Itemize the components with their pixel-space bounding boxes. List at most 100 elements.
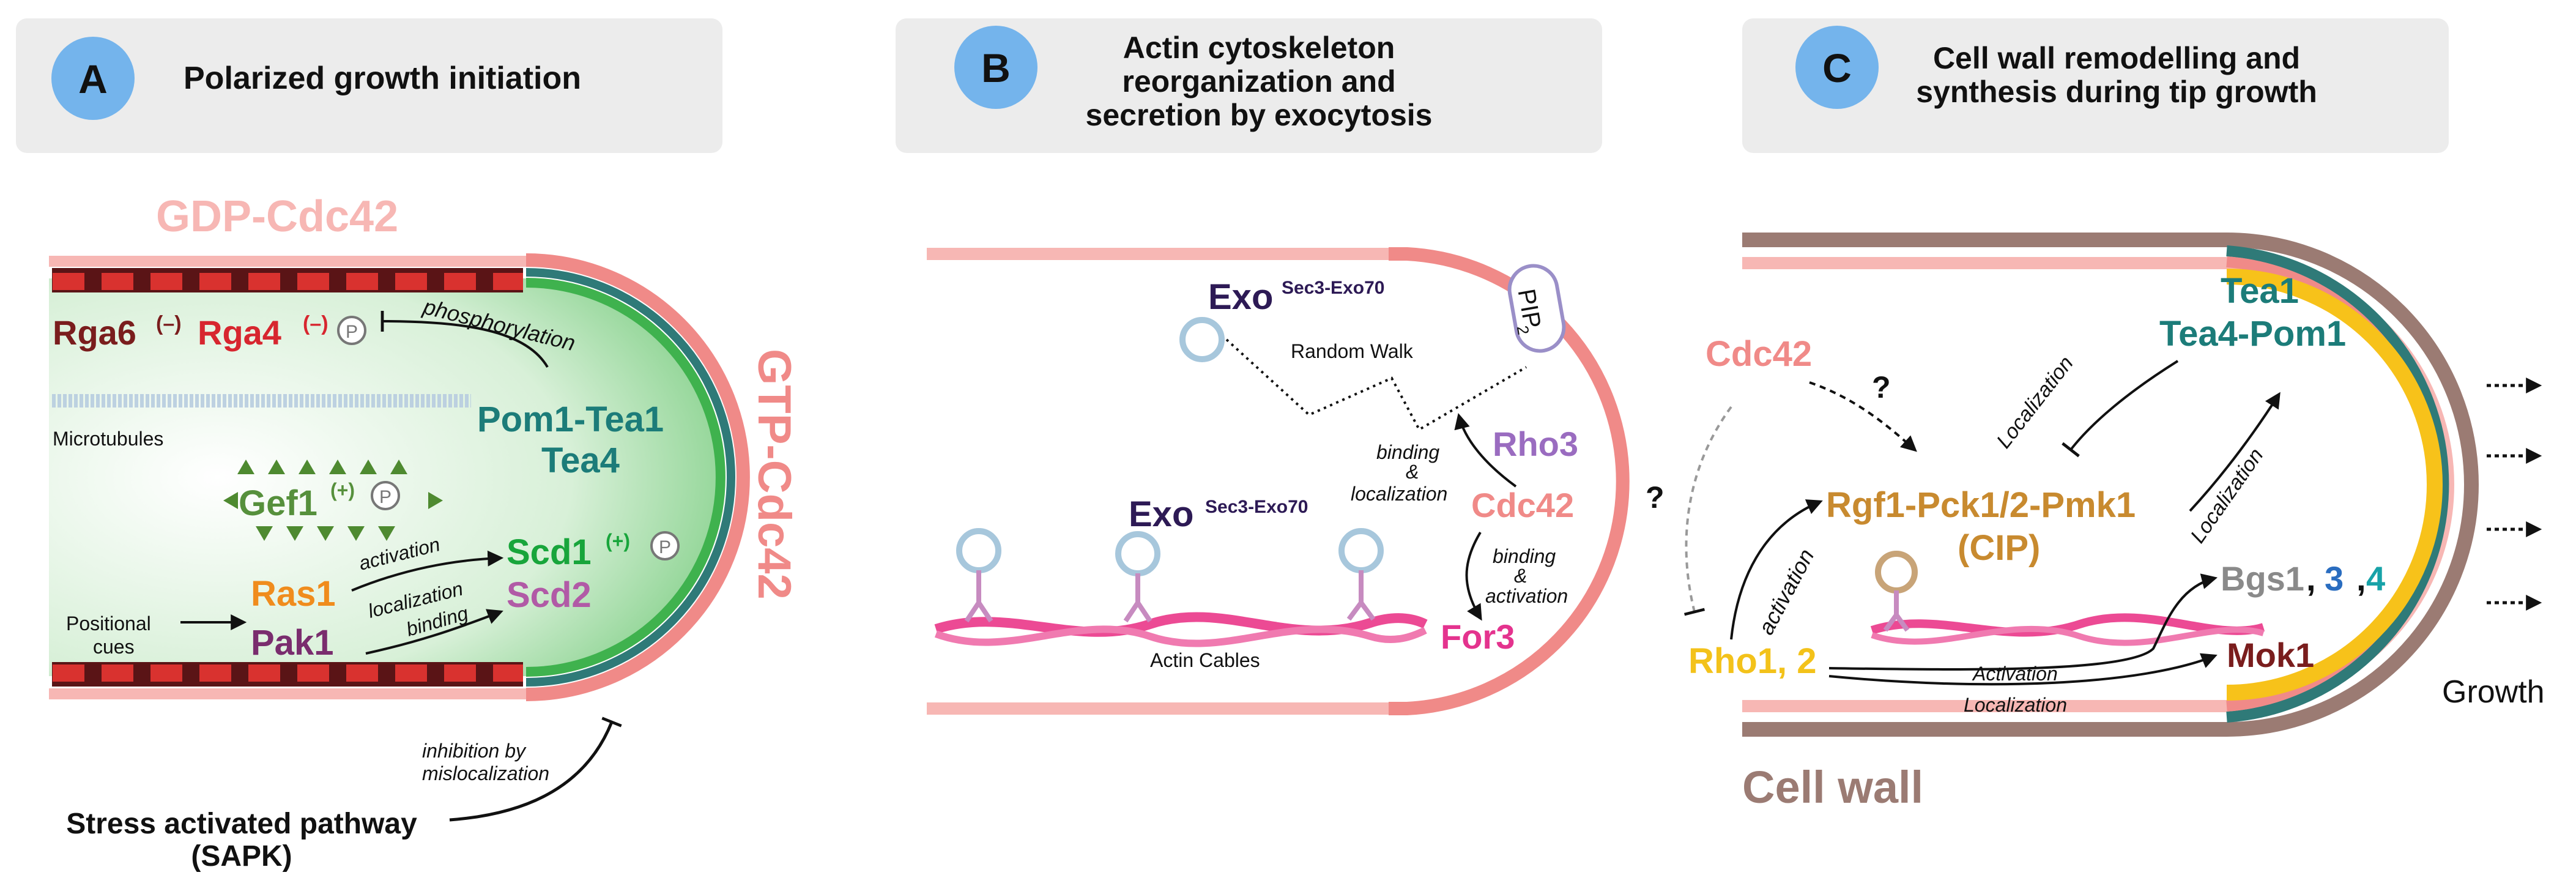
panel-a: A Polarized growth initiation GDP-Cdc42 … — [16, 18, 800, 873]
q-cdc42-cip: ? — [1872, 370, 1891, 404]
exo-mid-sup: Sec3-Exo70 — [1205, 497, 1308, 517]
exo-top-label: Exo — [1208, 277, 1273, 317]
microtubules-label: Microtubules — [53, 428, 163, 450]
rga6-label: Rga6 — [53, 313, 136, 352]
random-walk-label: Random Walk — [1291, 340, 1414, 362]
cip-tea-arrow — [2189, 392, 2281, 512]
bgs3-label: 3 — [2325, 559, 2344, 598]
random-walk-path — [1225, 338, 1527, 431]
ras1-label: Ras1 — [251, 574, 336, 614]
cell-tip-teal — [2226, 245, 2449, 723]
rho1-2-label: Rho1, 2 — [1688, 641, 1817, 681]
exo-mid-label: Exo — [1129, 494, 1193, 534]
cell-wall-label: Cell wall — [1742, 762, 1923, 813]
inhibition-label-2: mislocalization — [422, 762, 549, 784]
gef1-sup: (+) — [330, 479, 355, 501]
panel-a-title: Polarized growth initiation — [184, 61, 581, 96]
phospho-gef1-icon — [371, 481, 400, 510]
panel-a-header — [16, 18, 722, 153]
inhibition-label-1: inhibition by — [422, 740, 527, 762]
localization-c-2: Localization — [2186, 444, 2268, 548]
binding-act-3: activation — [1485, 585, 1568, 607]
binding-act-2: & — [1514, 565, 1527, 587]
panel-b-letter: B — [981, 45, 1011, 91]
scd1-sup: (+) — [606, 530, 630, 552]
gdp-cdc42-label: GDP-Cdc42 — [156, 192, 398, 241]
pom1-tea1-label: Pom1-Tea1 — [477, 400, 664, 439]
myosin-vesicle-3 — [1338, 528, 1384, 621]
gtp-membrane-outer — [525, 253, 750, 701]
gef1-label: Gef1 — [239, 483, 317, 523]
rho3-binding-arrow — [1454, 412, 1517, 488]
cdc42-rho-dashed — [1683, 406, 1732, 616]
cell-tip-yellow — [2226, 269, 2443, 701]
localization-cap-label: Localization — [1964, 694, 2067, 716]
pak1-scd-arrow — [365, 609, 503, 655]
binding-loc-3: localization — [1351, 483, 1447, 505]
cdc42-cip-arrow — [1809, 381, 1917, 452]
rho-bgs-arrow — [1828, 573, 2218, 671]
panel-c-letter: C — [1822, 45, 1852, 91]
binding-act-1: binding — [1493, 545, 1556, 567]
panel-b-title-2: reorganization and — [1122, 64, 1395, 99]
membrane-teal — [525, 268, 735, 687]
svg-text:2: 2 — [1513, 324, 1533, 336]
bgs-comma-1: , — [2306, 559, 2316, 598]
panel-b-title-1: Actin cytoskeleton — [1123, 31, 1395, 65]
panel-b-badge — [954, 26, 1037, 109]
sapk-inhibit-arrow — [449, 717, 622, 822]
cdc42-c-label: Cdc42 — [1706, 334, 1812, 374]
myosin-vesicle-2 — [1115, 531, 1160, 623]
bgs1-label: Bgs1 — [2221, 559, 2304, 598]
gtp-cdc42-label: GTP-Cdc42 — [748, 349, 800, 600]
rga4-label: Rga4 — [198, 313, 281, 352]
phosphorylation-inhibit-arrow — [380, 310, 549, 368]
sapk-label-2: (SAPK) — [191, 840, 292, 873]
scd2-label: Scd2 — [507, 575, 592, 615]
gef1-triangles — [223, 460, 443, 541]
for3-label: For3 — [1441, 617, 1515, 656]
panel-b-title-3: secretion by exocytosis — [1086, 98, 1433, 132]
tea1-label: Tea1 — [2221, 271, 2299, 311]
tea4-label: Tea4 — [541, 441, 620, 480]
phospho-rga4-text: P — [346, 322, 358, 342]
rho-cip-arrow — [1730, 499, 1823, 640]
ras1-scd-arrow — [351, 550, 504, 592]
binding-loc-2: & — [1406, 461, 1419, 483]
cell-a-interior — [49, 278, 725, 676]
activation-cap-label: Activation — [1972, 663, 2058, 685]
panel-a-letter: A — [78, 56, 108, 102]
positional-cues-label-1: Positional — [66, 612, 151, 635]
bgs4-label: 4 — [2366, 559, 2385, 598]
mok1-label: Mok1 — [2227, 636, 2314, 674]
panel-a-badge — [51, 37, 135, 120]
panel-b-header — [896, 18, 1602, 153]
rgf1-pck-pmk-label: Rgf1-Pck1/2-Pmk1 — [1826, 485, 2136, 525]
bgs-comma-2: , — [2356, 559, 2366, 598]
actin-cable-c — [1870, 613, 2265, 646]
gdp-membrane-bottom — [49, 688, 526, 699]
phospho-rga4-icon — [337, 316, 366, 345]
q-cdc42-rho: ? — [1646, 480, 1665, 515]
actin-band-bottom — [52, 662, 523, 687]
actin-band-top — [52, 268, 523, 292]
cdc42-for3-arrow — [1465, 531, 1482, 621]
growth-arrows — [2487, 378, 2542, 611]
activation-c-label: activation — [1753, 545, 1819, 639]
vesicle-top — [1179, 317, 1225, 362]
rho-mok1-arrow — [1828, 653, 2218, 686]
cip-label: (CIP) — [1958, 528, 2040, 568]
panel-c-badge — [1795, 26, 1879, 109]
tea4-pom1-label: Tea4-Pom1 — [2159, 314, 2346, 354]
myosin-vesicle-1 — [956, 528, 1001, 623]
panel-c-title-2: synthesis during tip growth — [1916, 75, 2317, 109]
gdp-membrane-top — [49, 256, 526, 267]
panel-b: B Actin cytoskeleton reorganization and … — [896, 18, 1630, 715]
scd1-label: Scd1 — [507, 532, 592, 572]
phospho-gef1-text: P — [379, 487, 392, 507]
membrane-green — [525, 278, 726, 677]
panel-c: C Cell wall remodelling and synthesis du… — [1646, 18, 2545, 813]
myosin-vesicle-c — [1875, 551, 1918, 632]
rho3-label: Rho3 — [1493, 425, 1578, 463]
